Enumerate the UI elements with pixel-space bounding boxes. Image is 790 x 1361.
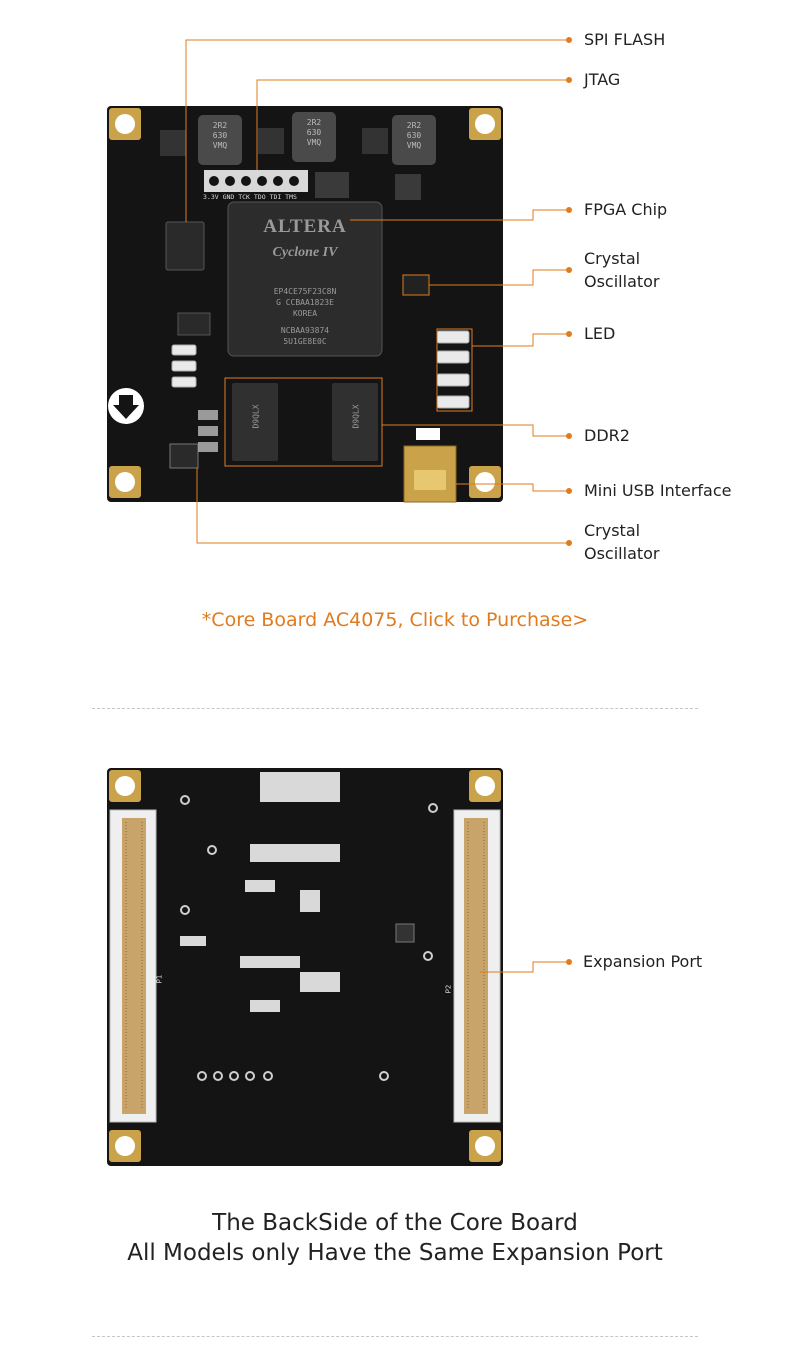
inductor-text: 2R2 [212,121,228,130]
fpga-family: Cyclone IV [272,245,338,260]
ddr-chip-text: D9QLX [251,404,261,429]
callout-ddr2: DDR2 [584,426,630,445]
inductor-code: 630 [212,131,228,140]
inductor-code: 630 [306,128,322,137]
connector-label-p1: P1 [155,974,164,984]
fpga-brand: ALTERA [263,216,347,237]
callout-spi-flash: SPI FLASH [584,30,666,49]
ddr-chip-text: D9QLX [351,404,361,429]
fpga-marking-line: 5U1GE8E0C [283,337,327,346]
callout-led: LED [584,324,616,343]
callout-mini-usb: Mini USB Interface [584,481,732,500]
jtag-pin-labels: 3.3V GND TCK TDO TDI TMS [203,193,297,201]
callout-line: Oscillator [584,272,660,291]
caption-line-2: All Models only Have the Same Expansion … [127,1240,663,1266]
divider [92,1336,698,1337]
fpga-marking-line: G CCBAA1823E [276,298,334,307]
back-board-image [107,768,503,1166]
inductor-text: 2R2 [406,121,422,130]
caption-line-1: The BackSide of the Core Board [212,1210,578,1236]
callout-crystal-oscillator-bottom: Crystal Oscillator [584,519,660,565]
front-board-image [107,106,503,503]
fpga-marking-line: EP4CE75F23C8N [273,287,337,296]
callout-fpga-chip: FPGA Chip [584,200,668,219]
inductor-marking: 2R2 630 VMQ [198,121,242,151]
callout-line: Crystal [584,521,641,540]
inductor-brand: VMQ [306,138,322,147]
inductor-brand: VMQ [212,141,228,150]
purchase-link[interactable]: *Core Board AC4075, Click to Purchase> [201,609,589,631]
callout-line: Crystal [584,249,641,268]
inductor-text: 2R2 [306,118,322,127]
fpga-marking-line: NCBAA93874 [280,326,330,335]
connector-label-p2: P2 [444,984,453,994]
callout-line: Oscillator [584,544,660,563]
callout-jtag: JTAG [584,70,621,89]
inductor-marking: 2R2 630 VMQ [292,118,336,148]
callout-expansion-port: Expansion Port [583,952,703,971]
divider [92,708,698,709]
inductor-code: 630 [406,131,422,140]
inductor-brand: VMQ [406,141,422,150]
fpga-marking: EP4CE75F23C8N G CCBAA1823E KOREA NCBAA93… [240,286,370,347]
fpga-marking-line: KOREA [292,309,318,318]
inductor-marking: 2R2 630 VMQ [392,121,436,151]
callout-crystal-oscillator-top: Crystal Oscillator [584,247,660,293]
